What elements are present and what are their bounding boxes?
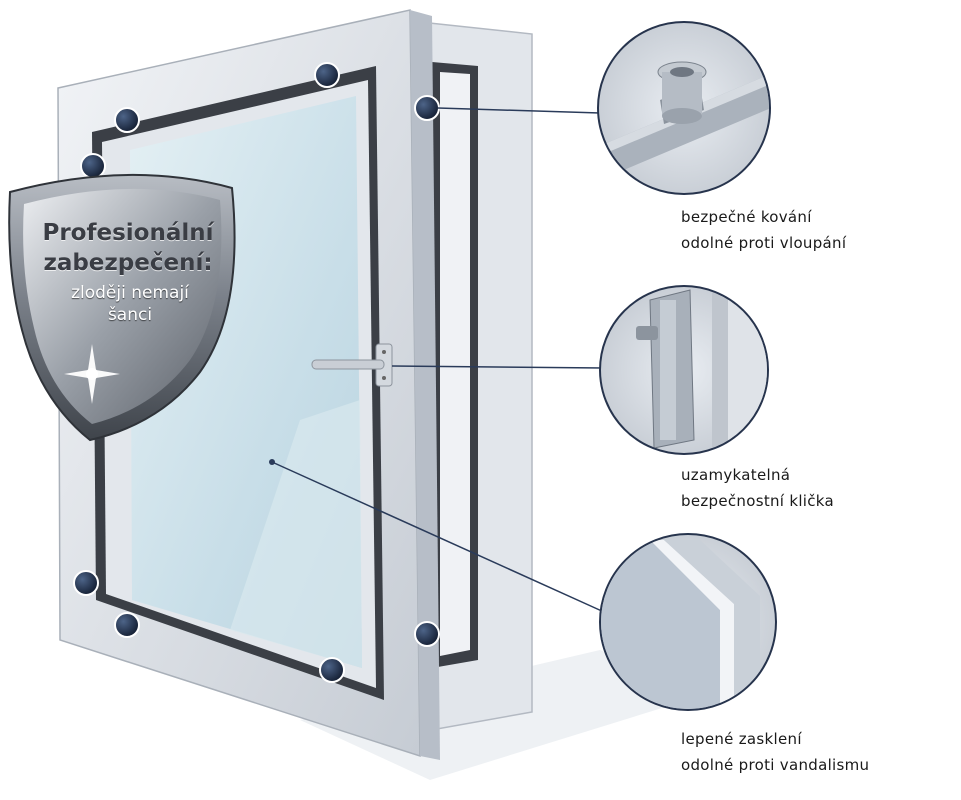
shield-title-line2: zabezpečení: bbox=[43, 250, 213, 276]
window-handle bbox=[311, 343, 393, 387]
callout-glazing-line2: odolné proti vandalismu bbox=[681, 756, 870, 774]
callout-hardware-line1: bezpečné kování bbox=[681, 208, 812, 226]
leader-lines bbox=[271, 107, 605, 613]
sparkle-icon bbox=[64, 344, 120, 404]
shield-subtitle: zloději nemají šanci bbox=[40, 282, 220, 326]
callout-hardware: bezpečné kování odolné proti vloupání bbox=[681, 204, 846, 256]
glass-pointer-dot bbox=[269, 459, 275, 465]
shield-subtitle-line2: šanci bbox=[107, 305, 153, 325]
callout-handle-line1: uzamykatelná bbox=[681, 466, 791, 484]
outer-frame bbox=[419, 21, 533, 733]
shield-title: Profesionální zabezpečení: bbox=[18, 218, 238, 278]
shield-subtitle-line1: zloději nemají bbox=[71, 283, 189, 303]
detail-hardware bbox=[597, 21, 771, 195]
detail-handle bbox=[599, 285, 769, 455]
callout-handle: uzamykatelná bezpečnostní klička bbox=[681, 462, 834, 514]
detail-glazing bbox=[599, 533, 777, 711]
callout-glazing-line1: lepené zasklení bbox=[681, 730, 802, 748]
security-shield bbox=[8, 173, 236, 442]
callout-hardware-line2: odolné proti vloupání bbox=[681, 234, 847, 252]
shield-title-line1: Profesionální bbox=[42, 220, 214, 246]
callout-handle-line2: bezpečnostní klička bbox=[681, 492, 835, 510]
callout-glazing: lepené zasklení odolné proti vandalismu bbox=[681, 726, 869, 778]
